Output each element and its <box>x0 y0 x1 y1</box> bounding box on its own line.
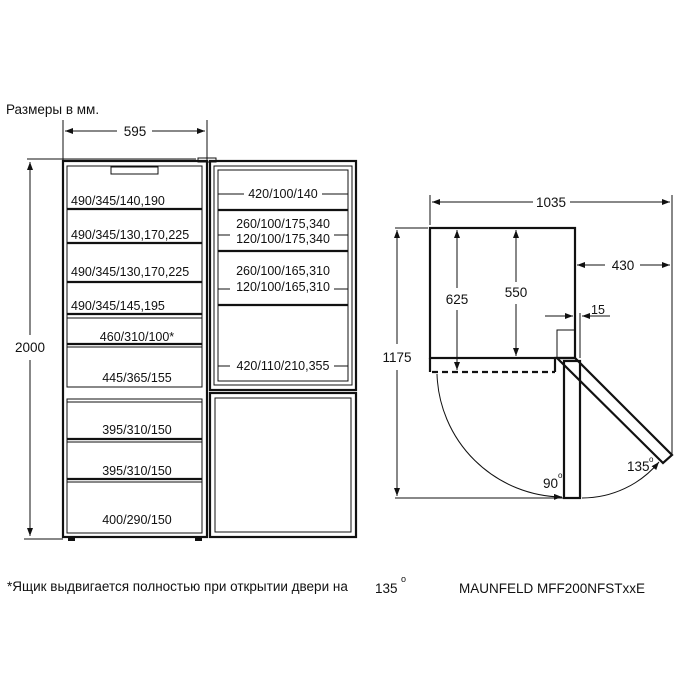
degree-mark: o <box>649 455 654 464</box>
width-dimension: 595 <box>124 124 147 139</box>
angle-90-label: 90 <box>543 476 558 491</box>
model-name: MAUNFELD MFF200NFSTxxE <box>459 581 645 596</box>
top-view: 1035 1175 430 625 550 15 90 o 135 o <box>382 195 674 500</box>
shelf-label: 490/345/130,170,225 <box>71 265 189 279</box>
drawer-label: 395/310/150 <box>102 464 172 478</box>
total-depth-dimension: 1035 <box>536 195 566 210</box>
front-view: 595 2000 490/345/140,190 490/345/130,170… <box>15 120 358 541</box>
door-shelf-label: 420/110/210,355 <box>237 359 330 373</box>
depth-with-door-dimension: 625 <box>446 292 469 307</box>
door-shelf-label: 120/100/165,310 <box>236 280 330 294</box>
shelf-label: 490/345/145,195 <box>71 299 165 313</box>
drawer-label: 395/310/150 <box>102 423 172 437</box>
footnote-angle: 135 <box>375 581 398 596</box>
shelf-label: 490/345/130,170,225 <box>71 228 189 242</box>
drawer-label: 400/290/150 <box>102 513 172 527</box>
degree-mark: o <box>558 471 563 480</box>
door-shelf-label: 120/100/175,340 <box>236 232 330 246</box>
door-clearance-dimension: 1175 <box>382 350 411 365</box>
height-dimension: 2000 <box>15 340 45 355</box>
shelf-label: 490/345/140,190 <box>71 194 165 208</box>
title: Размеры в мм. <box>6 102 99 117</box>
footnote: *Ящик выдвигается полностью при открытии… <box>7 579 348 594</box>
degree-mark: o <box>401 574 406 584</box>
body-depth-dimension: 550 <box>505 285 528 300</box>
side-gap-dimension: 430 <box>612 258 635 273</box>
door-shelf-label: 260/100/175,340 <box>236 217 330 231</box>
door-shelf-label: 260/100/165,310 <box>236 264 330 278</box>
hinge-offset-dimension: 15 <box>591 303 605 317</box>
door-135 <box>554 356 674 465</box>
shelf-label: 445/365/155 <box>102 371 172 385</box>
door-shelf-label: 420/100/140 <box>248 187 318 201</box>
door-90 <box>562 359 582 500</box>
shelf-label: 460/310/100* <box>100 330 175 344</box>
angle-135-label: 135 <box>627 459 650 474</box>
